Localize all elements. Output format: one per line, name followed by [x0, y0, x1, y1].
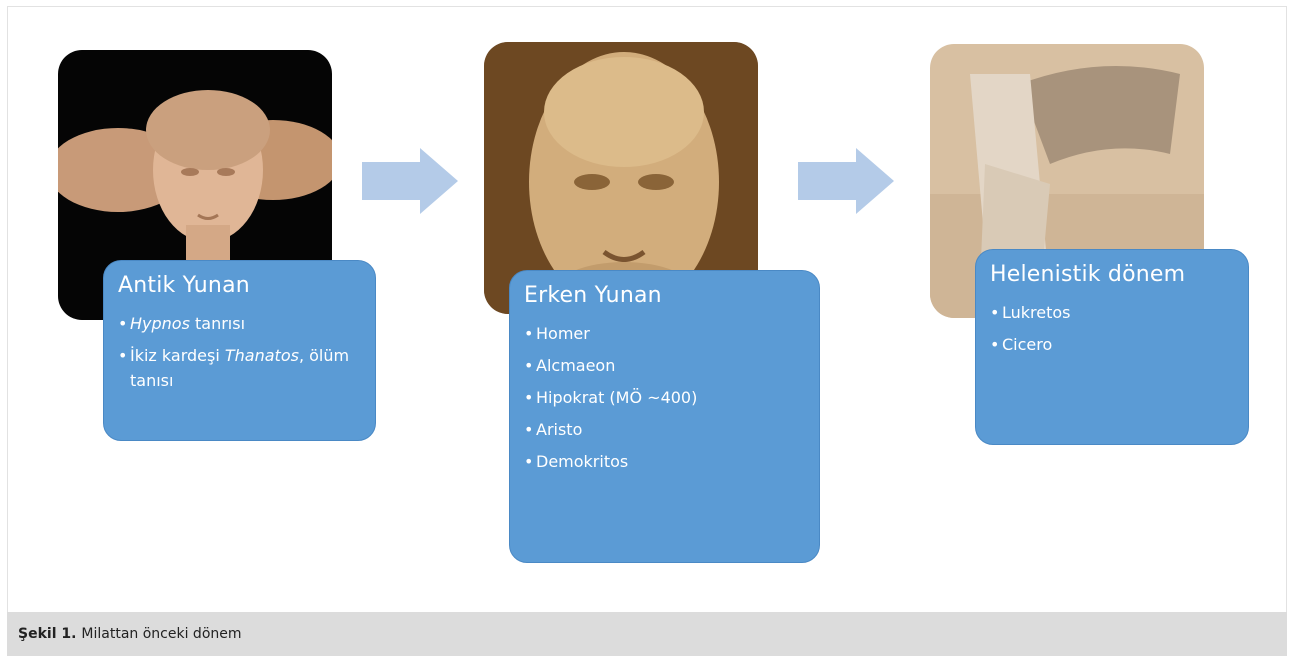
arrow-right-icon	[798, 148, 894, 214]
stage-list: Lukretos Cicero	[990, 300, 1234, 357]
list-item: Homer	[524, 321, 805, 346]
figure-caption: Şekil 1. Milattan önceki dönem	[7, 612, 1287, 656]
list-item: Cicero	[990, 332, 1234, 357]
god-name: Hypnos	[130, 314, 190, 333]
stage-list: Hypnos tanrısı İkiz kardeşi Thanatos, öl…	[118, 311, 361, 393]
list-item-text: tanrısı	[189, 314, 246, 333]
stage-title: Helenistik dönem	[990, 262, 1186, 287]
caption-text: Milattan önceki dönem	[81, 626, 242, 642]
stage-title: Erken Yunan	[524, 283, 662, 308]
list-item: Lukretos	[990, 300, 1234, 325]
list-item-text: İkiz kardeşi	[130, 346, 225, 365]
stage-list: Homer Alcmaeon Hipokrat (MÖ ~400) Aristo…	[524, 321, 805, 474]
stage-title: Antik Yunan	[118, 273, 250, 298]
stage-box-antik-yunan: Antik Yunan Hypnos tanrısı İkiz kardeşi …	[103, 260, 376, 441]
list-item: Hypnos tanrısı	[118, 311, 361, 336]
stage-box-erken-yunan: Erken Yunan Homer Alcmaeon Hipokrat (MÖ …	[509, 270, 820, 563]
list-item: Hipokrat (MÖ ~400)	[524, 385, 805, 410]
list-item-text: , ölüm tanısı	[130, 346, 350, 390]
arrow-right-icon	[362, 148, 458, 214]
list-item: Alcmaeon	[524, 353, 805, 378]
caption-label: Şekil 1.	[18, 626, 77, 642]
stage-box-helenistik-donem: Helenistik dönem Lukretos Cicero	[975, 249, 1249, 445]
list-item: İkiz kardeşi Thanatos, ölüm tanısı	[118, 343, 361, 393]
god-name: Thanatos	[224, 346, 299, 365]
list-item: Aristo	[524, 417, 805, 442]
list-item: Demokritos	[524, 449, 805, 474]
